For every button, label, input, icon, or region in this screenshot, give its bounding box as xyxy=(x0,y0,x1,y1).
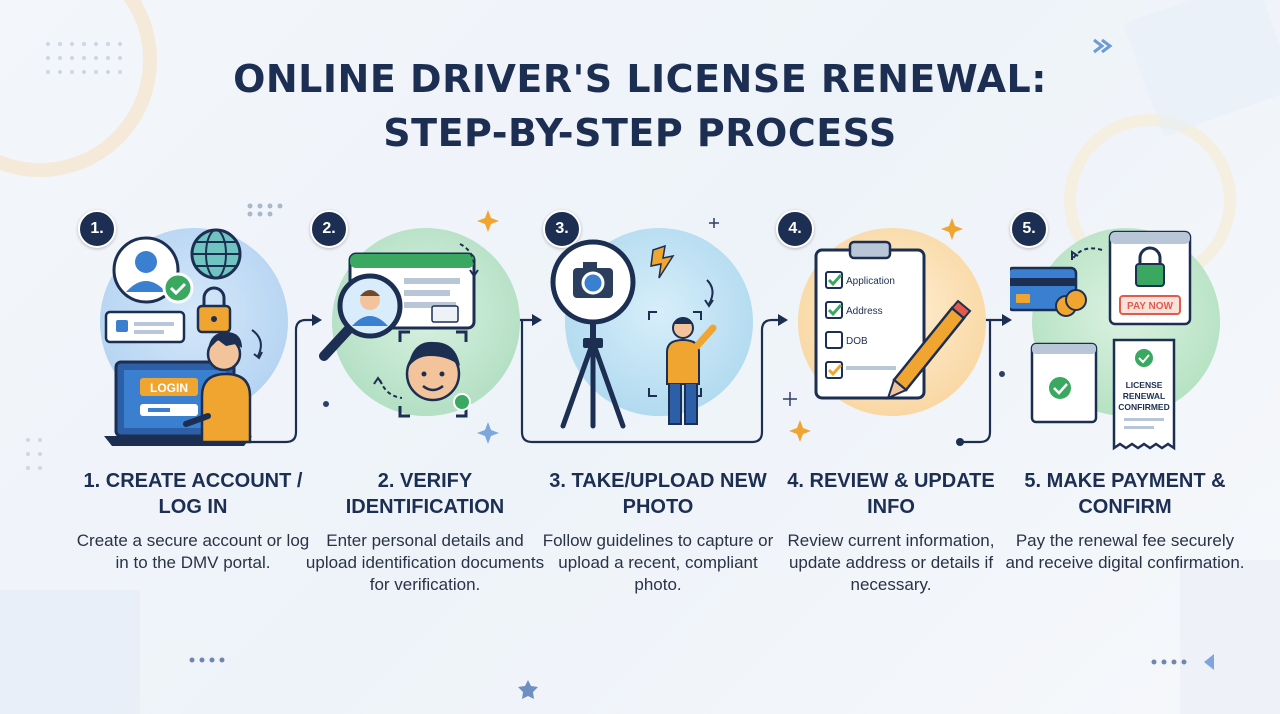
lock-icon xyxy=(196,286,232,334)
step-2-illustration xyxy=(319,243,479,418)
step-4-badge: 4. xyxy=(776,210,814,248)
form-label-address: Address xyxy=(846,306,883,317)
title-line-2: STEP-BY-STEP PROCESS xyxy=(383,111,897,155)
page-title: ONLINE DRIVER'S LICENSE RENEWAL: STEP-BY… xyxy=(0,52,1280,160)
pay-now-label: PAY NOW xyxy=(1127,301,1173,312)
login-button-label: LOGIN xyxy=(150,381,188,395)
step-3-title: 3. TAKE/UPLOAD NEW PHOTO xyxy=(549,470,767,518)
confirmation-window xyxy=(1030,342,1098,424)
step-3-illustration xyxy=(550,239,717,429)
step-2-description: Enter personal details and upload identi… xyxy=(305,531,545,594)
title-line-1: ONLINE DRIVER'S LICENSE RENEWAL: xyxy=(233,57,1047,101)
step-5-title: 5. MAKE PAYMENT & CONFIRM xyxy=(1024,470,1226,518)
step-1-badge: 1. xyxy=(78,210,116,248)
globe-icon xyxy=(190,228,242,280)
person-icon xyxy=(183,332,252,444)
step-3-description: Follow guidelines to capture or upload a… xyxy=(542,531,774,594)
step-4-description: Review current information, update addre… xyxy=(787,531,995,594)
step-5-illustration: PAY NOW LICENSE RENEWAL CONFIRMED xyxy=(1010,230,1192,451)
magnifying-glass-icon xyxy=(319,273,403,361)
step-4-title: 4. REVIEW & UPDATE INFO xyxy=(787,470,995,518)
clipboard-form-icon: Application Address DOB xyxy=(814,240,926,400)
step-1-title: 1. CREATE ACCOUNT / LOG IN xyxy=(83,470,303,518)
step-1-description: Create a secure account or log in to the… xyxy=(76,531,310,572)
form-label-dob: DOB xyxy=(846,336,868,347)
face-scan-icon xyxy=(398,330,471,418)
step-5-badge: 5. xyxy=(1010,210,1048,248)
receipt-icon: LICENSE RENEWAL CONFIRMED xyxy=(1112,338,1176,451)
step-5-description: Pay the renewal fee securely and receive… xyxy=(1005,531,1245,572)
lightning-icon xyxy=(650,244,675,279)
user-profile-icon xyxy=(112,236,194,304)
ring-light-camera-icon xyxy=(550,239,636,342)
receipt-line-1: LICENSE xyxy=(1126,380,1163,390)
credit-card-icon xyxy=(1010,266,1087,317)
form-label-application: Application xyxy=(846,276,895,287)
step-2-badge: 2. xyxy=(310,210,348,248)
tripod-icon xyxy=(560,338,626,429)
receipt-line-3: CONFIRMED xyxy=(1118,402,1169,412)
password-card-icon xyxy=(104,310,186,344)
step-2-title: 2. VERIFY IDENTIFICATION xyxy=(345,470,505,518)
pay-now-window: PAY NOW xyxy=(1108,230,1192,326)
pencil-icon xyxy=(886,299,972,400)
step-1-illustration: LOGIN xyxy=(104,228,263,446)
receipt-line-2: RENEWAL xyxy=(1123,391,1166,401)
person-posing-icon xyxy=(648,311,717,425)
step-4-illustration: Application Address DOB xyxy=(814,240,972,400)
step-3-badge: 3. xyxy=(543,210,581,248)
